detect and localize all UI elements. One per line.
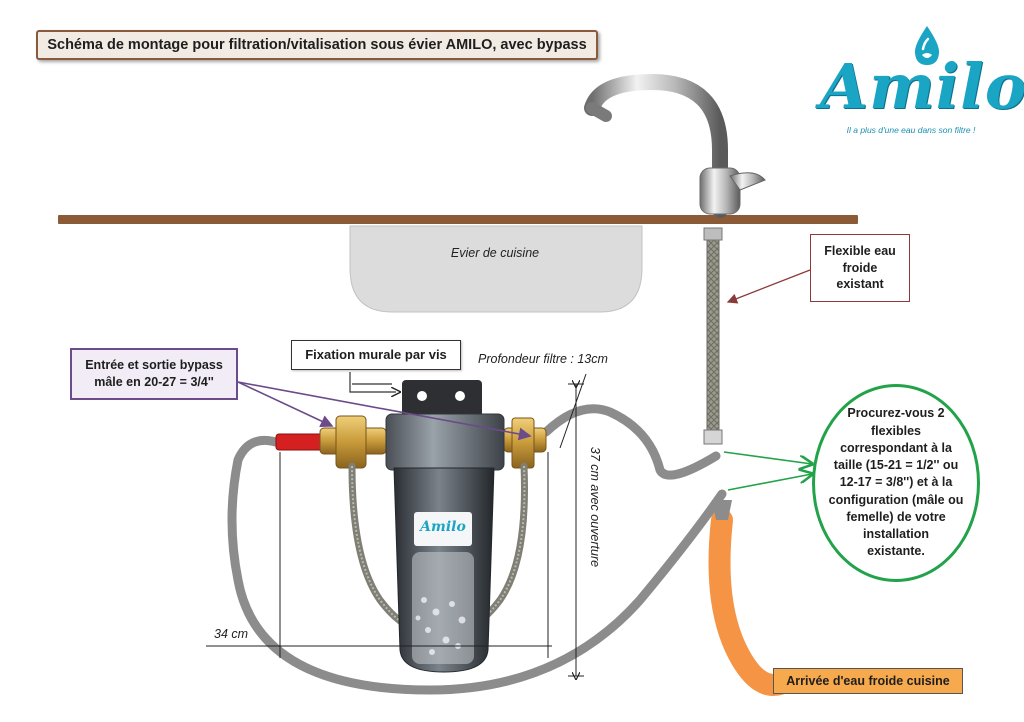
advice-line: existante. bbox=[867, 544, 925, 559]
fixation-arrow bbox=[349, 372, 396, 392]
wall-fixing-callout: Fixation murale par vis bbox=[291, 340, 461, 370]
bypass-callout: Entrée et sortie bypass mâle en 20-27 = … bbox=[70, 348, 238, 400]
faucet-icon bbox=[584, 73, 766, 218]
advice-line: taille (15-21 = 1/2'' ou bbox=[833, 458, 959, 473]
flexible-advice-callout: Procurez-vous 2 flexibles correspondant … bbox=[812, 384, 980, 582]
advice-line: configuration (mâle ou bbox=[828, 492, 964, 507]
bypass-valve-handle bbox=[275, 433, 325, 451]
cold-water-inlet-pipe bbox=[708, 509, 791, 696]
width-dimension-label: 34 cm bbox=[214, 627, 249, 641]
water-drop-icon bbox=[914, 26, 940, 65]
existing-flexible-callout: Flexible eau froide existant bbox=[810, 234, 910, 302]
cold-water-arrival-callout: Arrivée d'eau froide cuisine bbox=[773, 668, 963, 694]
kitchen-sink bbox=[349, 225, 643, 313]
advice-line: Procurez-vous 2 bbox=[847, 406, 945, 421]
advice-line: 12-17 = 3/8'') et à la bbox=[839, 475, 953, 490]
sink-label: Evier de cuisine bbox=[450, 246, 540, 260]
bypass-hose-diagram bbox=[227, 404, 727, 695]
advice-arrow-upper bbox=[723, 451, 812, 464]
advice-line: installation bbox=[863, 527, 929, 542]
advice-arrow-lower bbox=[727, 474, 812, 491]
callout-line: Flexible eau bbox=[824, 243, 896, 258]
filter-brand-label: Amilo bbox=[420, 519, 466, 535]
callout-line: Entrée et sortie bypass bbox=[85, 358, 223, 373]
advice-line: flexibles bbox=[870, 423, 922, 438]
callout-line: existant bbox=[836, 277, 884, 292]
amilo-logo: Amilo bbox=[820, 50, 1024, 123]
filter-housing bbox=[385, 380, 505, 673]
flexible-callout-arrow bbox=[726, 269, 811, 304]
height-dimension-label: 37 cm avec ouverture bbox=[588, 446, 602, 568]
callout-line: froide bbox=[842, 260, 878, 275]
existing-flexible-hose bbox=[706, 227, 720, 441]
filter-depth-label: Profondeur filtre : 13cm bbox=[478, 352, 608, 366]
logo-tagline: Il a plus d'une eau dans son filtre ! bbox=[846, 125, 976, 135]
brass-bypass-fittings bbox=[319, 415, 547, 469]
countertop bbox=[58, 215, 858, 224]
advice-line: correspondant à la bbox=[840, 440, 952, 455]
diagram-title: Schéma de montage pour filtration/vitali… bbox=[36, 30, 598, 60]
bypass-callout-arrow-right bbox=[237, 381, 532, 441]
advice-line: femelle) de votre bbox=[846, 509, 946, 524]
bypass-callout-arrow-left bbox=[237, 381, 334, 428]
callout-line: mâle en 20-27 = 3/4'' bbox=[94, 375, 214, 389]
